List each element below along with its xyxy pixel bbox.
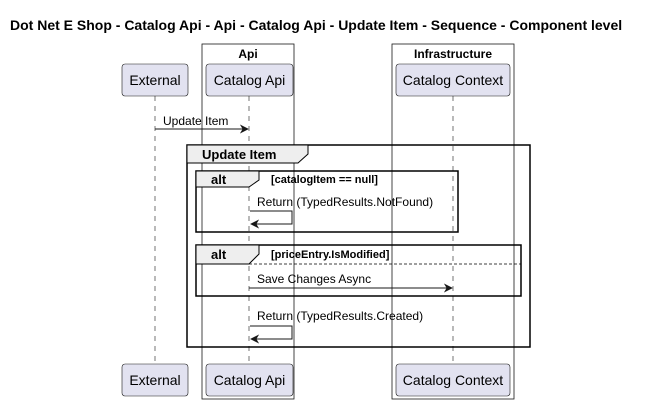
participant-catalog-context-label: Catalog Context [403, 72, 504, 88]
participant-external-label: External [129, 372, 180, 388]
participant-catalog-api-bottom: Catalog Api [205, 363, 294, 397]
box-api: Api [201, 43, 295, 400]
participant-catalog-api-top: Catalog Api [205, 63, 294, 97]
participant-catalog-api-label: Catalog Api [214, 372, 286, 388]
group-update-item: Update Item [186, 144, 531, 348]
message-update-item-label: Update Item [163, 114, 228, 128]
alt-keyword: alt [211, 172, 227, 187]
participant-external-label: External [129, 72, 180, 88]
message-return-not-found: Return (TypedResults.NotFound) [250, 195, 433, 229]
box-infrastructure: Infrastructure [391, 43, 515, 400]
message-save-changes-async-label: Save Changes Async [257, 272, 371, 286]
alt-condition: [catalogItem == null] [271, 174, 378, 186]
message-return-created-label: Return (TypedResults.Created) [257, 309, 423, 323]
participant-external-top: External [121, 63, 189, 97]
message-update-item: Update Item [155, 114, 249, 134]
message-return-created: Return (TypedResults.Created) [250, 309, 423, 344]
message-save-changes-async: Save Changes Async [249, 272, 453, 293]
group-update-item-label: Update Item [202, 147, 276, 162]
participant-catalog-context-top: Catalog Context [395, 63, 511, 97]
participant-catalog-context-bottom: Catalog Context [395, 363, 511, 397]
participant-catalog-context-label: Catalog Context [403, 372, 504, 388]
participant-external-bottom: External [121, 363, 189, 397]
message-return-not-found-label: Return (TypedResults.NotFound) [257, 195, 433, 209]
diagram-title: Dot Net E Shop - Catalog Api - Api - Cat… [10, 17, 622, 33]
box-infrastructure-title: Infrastructure [414, 47, 492, 61]
alt-keyword: alt [211, 247, 227, 262]
alt-price-entry-modified: alt [priceEntry.IsModified] [195, 244, 522, 297]
box-api-title: Api [238, 47, 257, 61]
alt-catalog-item-null: alt [catalogItem == null] [195, 170, 459, 233]
alt-condition: [priceEntry.IsModified] [271, 249, 390, 261]
participant-catalog-api-label: Catalog Api [214, 72, 286, 88]
